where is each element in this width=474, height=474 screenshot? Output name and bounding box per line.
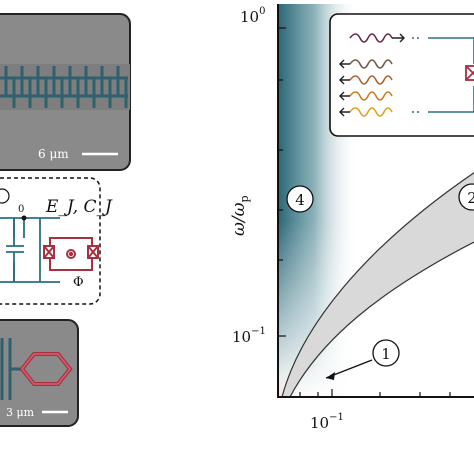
region-1-marker: 1 xyxy=(325,339,400,380)
scale-label-bottom: 3 μm xyxy=(6,406,35,419)
xtick-label: 10−1 xyxy=(310,412,344,432)
region-4-marker: 4 xyxy=(286,185,314,213)
plot-axes xyxy=(277,4,474,398)
ytick-mid: 10−1 xyxy=(232,326,266,346)
scale-label-top: 6 μm xyxy=(38,147,69,161)
plot-area: 100 10−1 10−1 ω/ωp 4 1 2 xyxy=(229,4,474,432)
regime-2-band xyxy=(281,172,474,397)
micrograph-bottom: 3 μm xyxy=(0,319,79,427)
meander-resonator xyxy=(0,66,128,108)
y-axis-label: ω/ωp xyxy=(229,196,251,237)
micrograph-top: 6 μm xyxy=(0,13,131,171)
circuit-diagram: 0 E_J, C_J Φ xyxy=(0,177,113,305)
flux-label: Φ xyxy=(73,275,84,290)
inset-wavepackets xyxy=(329,13,474,137)
svg-text:1: 1 xyxy=(381,345,391,363)
svg-text:4: 4 xyxy=(295,191,305,209)
inset-junction-icon xyxy=(465,65,474,81)
circuit-index-marker xyxy=(0,188,10,204)
circuit-node-label: 0 xyxy=(18,204,24,215)
region-2-marker: 2 xyxy=(458,183,474,211)
squid-loop xyxy=(43,237,99,271)
ytick-top: 100 xyxy=(240,6,265,26)
circuit-params-label: E_J, C_J xyxy=(45,197,113,217)
svg-text:2: 2 xyxy=(467,189,474,207)
